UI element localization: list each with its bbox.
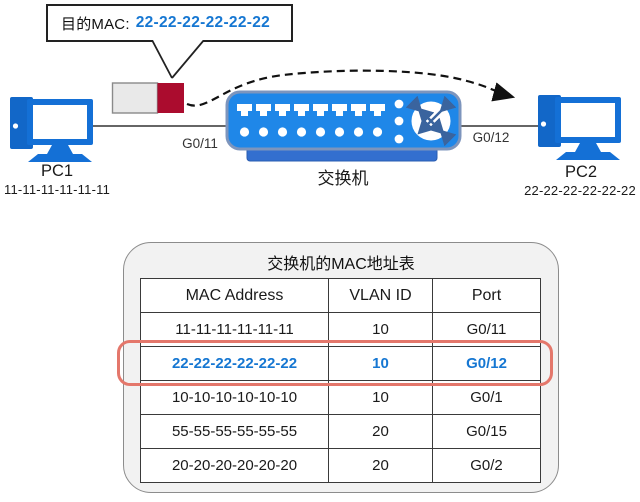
table-row: 10-10-10-10-10-10 10 G0/1 [140, 380, 541, 415]
cell-mac: 10-10-10-10-10-10 [140, 380, 329, 415]
cell-port: G0/12 [432, 346, 541, 381]
pc1-icon [10, 97, 93, 162]
cell-port: G0/2 [432, 448, 541, 483]
table-header-row: MAC Address VLAN ID Port [140, 278, 541, 313]
switch-side-dots [394, 99, 404, 144]
port-label-g012: G0/12 [472, 130, 510, 145]
cell-port: G0/1 [432, 380, 541, 415]
cell-vlan: 20 [328, 448, 433, 483]
frame-header-segment [157, 83, 184, 113]
cell-mac: 55-55-55-55-55-55 [140, 414, 329, 449]
table-row: 20-20-20-20-20-20 20 G0/2 [140, 448, 541, 483]
pc1-name-label: PC1 [40, 162, 74, 180]
frame-payload-segment [111, 82, 159, 114]
cell-mac: 20-20-20-20-20-20 [140, 448, 329, 483]
header-vlan-id: VLAN ID [328, 278, 433, 313]
mac-address-table: MAC Address VLAN ID Port 11-11-11-11-11-… [140, 278, 541, 483]
port-label-g011: G0/11 [182, 136, 218, 151]
crossed-arrows-icon [405, 95, 457, 147]
table-row: 55-55-55-55-55-55 20 G0/15 [140, 414, 541, 449]
header-mac-address: MAC Address [140, 278, 329, 313]
callout-mac-value: 22-22-22-22-22-22 [135, 14, 271, 31]
mac-table-title: 交换机的MAC地址表 [267, 256, 415, 273]
cell-vlan: 10 [328, 380, 433, 415]
switch-led-dots [239, 127, 383, 137]
dashed-arrow-path [186, 69, 516, 107]
cell-vlan: 10 [328, 346, 433, 381]
cell-port: G0/15 [432, 414, 541, 449]
table-row-highlighted: 22-22-22-22-22-22 10 G0/12 [140, 346, 541, 381]
pc2-mac-label: 22-22-22-22-22-22 [524, 183, 636, 198]
cell-vlan: 10 [328, 312, 433, 347]
cell-vlan: 20 [328, 414, 433, 449]
cell-port: G0/11 [432, 312, 541, 347]
table-row: 11-11-11-11-11-11 10 G0/11 [140, 312, 541, 347]
destination-mac-callout: 目的MAC: 22-22-22-22-22-22 [46, 4, 293, 42]
switch-name-label: 交换机 [317, 169, 369, 188]
callout-label: 目的MAC: [61, 15, 130, 33]
ethernet-frame-icon [111, 82, 184, 114]
callout-tail [151, 40, 205, 79]
topology-diagram [10, 69, 621, 162]
pc1-mac-label: 11-11-11-11-11-11 [3, 182, 111, 197]
pc2-name-label: PC2 [564, 163, 598, 181]
cell-mac: 22-22-22-22-22-22 [140, 346, 329, 381]
cell-mac: 11-11-11-11-11-11 [140, 312, 329, 347]
switch-icon [225, 90, 462, 162]
header-port: Port [432, 278, 541, 313]
pc2-icon [538, 95, 621, 160]
